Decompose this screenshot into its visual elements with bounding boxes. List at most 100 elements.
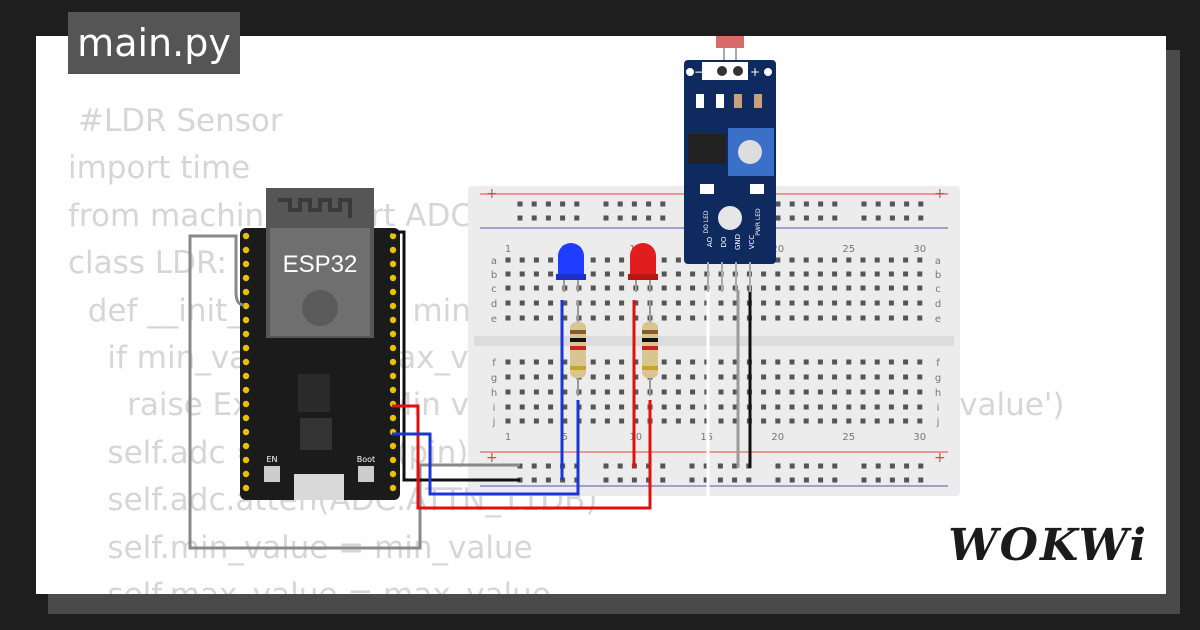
esp32-pins xyxy=(242,232,397,492)
rail-plus-label-bottom: + xyxy=(486,450,498,466)
code-line: import time xyxy=(68,150,251,187)
esp32-pin xyxy=(389,316,397,324)
sensor-minus-label: − xyxy=(694,65,704,79)
esp32-pin xyxy=(242,358,250,366)
en-button[interactable] xyxy=(264,466,280,482)
esp32-label: ESP32 xyxy=(283,251,358,278)
wire-gray-gnd xyxy=(188,234,520,550)
row-letter: g xyxy=(935,373,941,384)
esp32-pin xyxy=(389,372,397,380)
rail-plus-label-right: + xyxy=(934,186,946,202)
sensor-plus-label: + xyxy=(750,65,760,79)
column-number: 25 xyxy=(842,432,855,443)
column-number: 20 xyxy=(771,244,784,255)
row-letter: h xyxy=(491,388,497,399)
resistor-red-led[interactable] xyxy=(642,300,658,396)
rail-plus-label: + xyxy=(486,186,498,202)
esp32-pin xyxy=(389,344,397,352)
esp32-pin xyxy=(242,260,250,268)
esp32-pin xyxy=(242,372,250,380)
usb-port xyxy=(294,474,344,500)
column-number: 1 xyxy=(505,244,511,255)
row-letter: b xyxy=(491,270,497,281)
sensor-pin-label: VCC xyxy=(748,235,756,250)
esp32-pin xyxy=(389,456,397,464)
row-letter: d xyxy=(935,299,941,310)
esp32-pin xyxy=(242,330,250,338)
ldr-sensor-module[interactable]: − + DO LED PWR LED AO DO GND VCC xyxy=(684,36,776,292)
row-letter: c xyxy=(491,284,497,295)
rail-plus-label-bottom-right: + xyxy=(934,450,946,466)
esp32-pin xyxy=(389,358,397,366)
column-number: 1 xyxy=(505,432,511,443)
en-label: EN xyxy=(266,455,277,464)
row-letter: c xyxy=(935,284,941,295)
esp32-pin xyxy=(389,386,397,394)
wire-red-signal xyxy=(392,400,652,510)
esp32-pin xyxy=(242,246,250,254)
row-letter: j xyxy=(936,417,940,428)
led-red[interactable] xyxy=(628,243,658,292)
esp32-pin xyxy=(242,232,250,240)
esp32-pin xyxy=(242,442,250,450)
esp32-pin xyxy=(242,316,250,324)
esp32-pin xyxy=(389,484,397,492)
sensor-led-label-do: DO LED xyxy=(703,210,710,233)
esp32-pin xyxy=(242,414,250,422)
photoresistor xyxy=(716,36,744,48)
row-letter: i xyxy=(937,403,940,414)
esp32-pin xyxy=(242,344,250,352)
led-blue[interactable] xyxy=(556,243,586,292)
esp32-pin xyxy=(242,386,250,394)
esp32-pin xyxy=(242,400,250,408)
esp32-board[interactable]: ESP32 EN Boot xyxy=(240,188,400,500)
column-number: 5 xyxy=(562,432,568,443)
esp32-pin xyxy=(389,232,397,240)
esp32-pin xyxy=(389,288,397,296)
row-letter: j xyxy=(492,417,496,428)
column-number: 20 xyxy=(771,432,784,443)
sensor-pin-label: DO xyxy=(720,236,728,247)
row-letter: b xyxy=(935,270,941,281)
esp32-pin xyxy=(242,484,250,492)
wokwi-logo: WOKWi xyxy=(948,520,1148,571)
column-number: 30 xyxy=(913,432,926,443)
row-letter: h xyxy=(935,388,941,399)
sensor-led-label-pwr: PWR LED xyxy=(755,208,762,236)
espressif-logo-icon xyxy=(302,290,338,326)
column-number: 30 xyxy=(913,244,926,255)
file-tab[interactable]: main.py xyxy=(68,12,240,74)
row-letter: g xyxy=(491,373,497,384)
row-letter: d xyxy=(491,299,497,310)
wire-black-gnd xyxy=(392,230,520,482)
esp32-pin xyxy=(242,274,250,282)
esp32-pin xyxy=(389,246,397,254)
boot-button[interactable] xyxy=(358,466,374,482)
esp32-pin xyxy=(389,470,397,478)
esp32-pin xyxy=(242,288,250,296)
esp32-pin xyxy=(389,414,397,422)
esp32-pin xyxy=(389,442,397,450)
row-letter: e xyxy=(935,314,941,325)
column-number: 10 xyxy=(629,432,642,443)
row-letter: f xyxy=(492,358,496,369)
wire-blue-signal xyxy=(392,400,580,496)
sensor-pin-label: GND xyxy=(734,234,742,250)
esp32-pin xyxy=(389,274,397,282)
boot-label: Boot xyxy=(357,455,375,464)
row-letter: f xyxy=(936,358,940,369)
row-letter: i xyxy=(493,403,496,414)
potentiometer-icon xyxy=(738,140,762,164)
resistor-blue-led[interactable] xyxy=(570,300,586,396)
esp32-pin xyxy=(389,260,397,268)
column-number: 25 xyxy=(842,244,855,255)
row-letter: e xyxy=(491,314,497,325)
row-letter: a xyxy=(491,256,497,267)
esp32-pin xyxy=(242,302,250,310)
sensor-pin-label: AO xyxy=(706,236,714,247)
code-line: self.max_value = max_value xyxy=(68,572,1064,594)
row-letter: a xyxy=(935,256,941,267)
code-line: #LDR Sensor xyxy=(68,103,283,139)
